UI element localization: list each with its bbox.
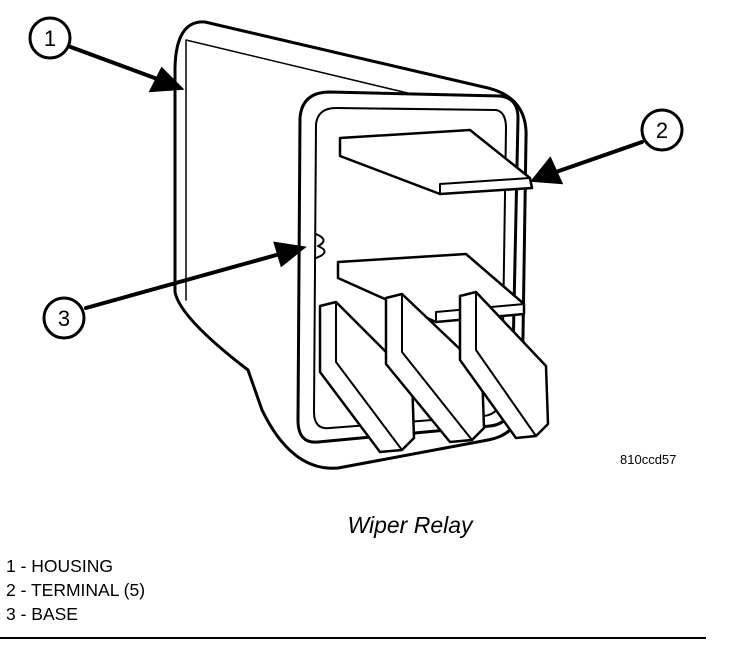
base-notch <box>315 233 326 259</box>
legend-item-housing: 1 - HOUSING <box>6 556 113 576</box>
leader-arrow-2 <box>554 140 644 174</box>
callout-number-3: 3 <box>58 306 70 331</box>
legend-item-base: 3 - BASE <box>6 604 78 624</box>
arrowhead-2 <box>530 156 564 185</box>
terminal-blade-middle <box>384 292 486 444</box>
leader-arrow-1 <box>66 44 162 82</box>
leader-arrow-3 <box>84 252 282 310</box>
terminal-blade-left <box>318 300 416 454</box>
legend-item-terminal: 2 - TERMINAL (5) <box>6 580 146 600</box>
arrowhead-3 <box>273 241 307 268</box>
callout-circle-3 <box>42 296 86 340</box>
figure-caption: Wiper Relay <box>347 512 473 538</box>
callout-number-1: 1 <box>44 26 56 51</box>
legend: 1 - HOUSING 2 - TERMINAL (5) 3 - BASE <box>6 554 145 626</box>
callout-circle-2 <box>640 108 684 152</box>
bottom-rule <box>0 637 706 639</box>
callout-number-2: 2 <box>656 118 668 143</box>
arrowhead-1 <box>148 66 185 93</box>
terminal-blade-right <box>458 290 550 440</box>
callout-circle-1 <box>28 16 72 60</box>
figure-code: 810ccd57 <box>620 452 677 467</box>
terminal-upper <box>338 128 534 196</box>
